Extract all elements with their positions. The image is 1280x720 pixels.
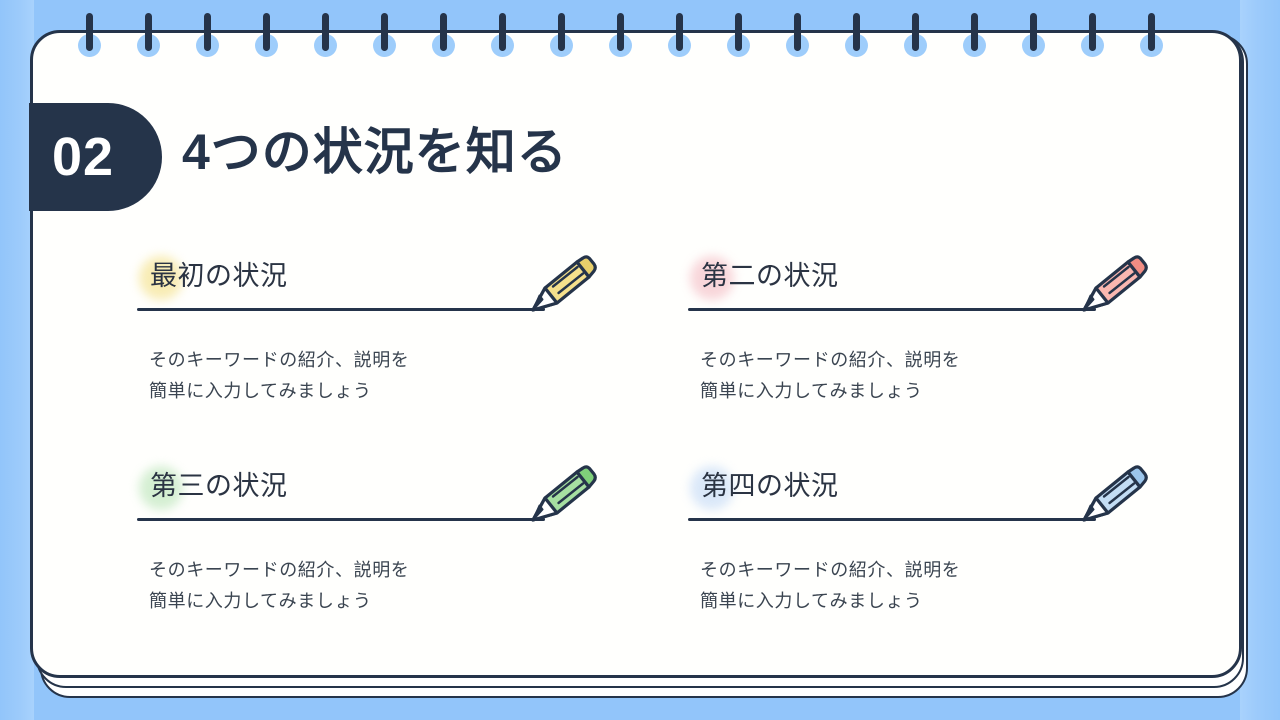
card-body-text: そのキーワードの紹介、説明を 簡単に入力してみましょう (700, 350, 961, 401)
highlight-circle (139, 466, 183, 510)
card-header: 最初の状況 (137, 252, 607, 318)
card-title: 第三の状況 (150, 471, 288, 501)
section-number: 02 (52, 127, 115, 187)
pencil-icon (1066, 250, 1150, 322)
info-card: 第四の状況そのキーワードの紹介、説明を 簡単に入力してみましょう (688, 462, 1158, 611)
pencil-icon (515, 250, 599, 322)
card-underline (688, 308, 1096, 311)
page-title: 4つの状況を知る (182, 124, 568, 180)
card-body-text: そのキーワードの紹介、説明を 簡単に入力してみましょう (149, 350, 410, 401)
section-number-badge: 02 (29, 103, 162, 211)
highlight-circle (690, 256, 734, 300)
highlight-circle (690, 466, 734, 510)
card-body-text: そのキーワードの紹介、説明を 簡単に入力してみましょう (700, 560, 961, 611)
info-card: 第二の状況そのキーワードの紹介、説明を 簡単に入力してみましょう (688, 252, 1158, 401)
card-underline (688, 518, 1096, 521)
card-header: 第三の状況 (137, 462, 607, 528)
info-card: 最初の状況そのキーワードの紹介、説明を 簡単に入力してみましょう (137, 252, 607, 401)
card-title: 第二の状況 (701, 261, 839, 291)
card-body-text: そのキーワードの紹介、説明を 簡単に入力してみましょう (149, 560, 410, 611)
card-title: 最初の状況 (150, 261, 288, 291)
highlight-circle (139, 256, 183, 300)
card-underline (137, 518, 545, 521)
card-title: 第四の状況 (701, 471, 839, 501)
pencil-icon (515, 460, 599, 532)
info-card: 第三の状況そのキーワードの紹介、説明を 簡単に入力してみましょう (137, 462, 607, 611)
notebook-page (30, 30, 1242, 678)
card-header: 第二の状況 (688, 252, 1158, 318)
pencil-icon (1066, 460, 1150, 532)
card-underline (137, 308, 545, 311)
card-header: 第四の状況 (688, 462, 1158, 528)
background-sheen-left (0, 0, 34, 720)
